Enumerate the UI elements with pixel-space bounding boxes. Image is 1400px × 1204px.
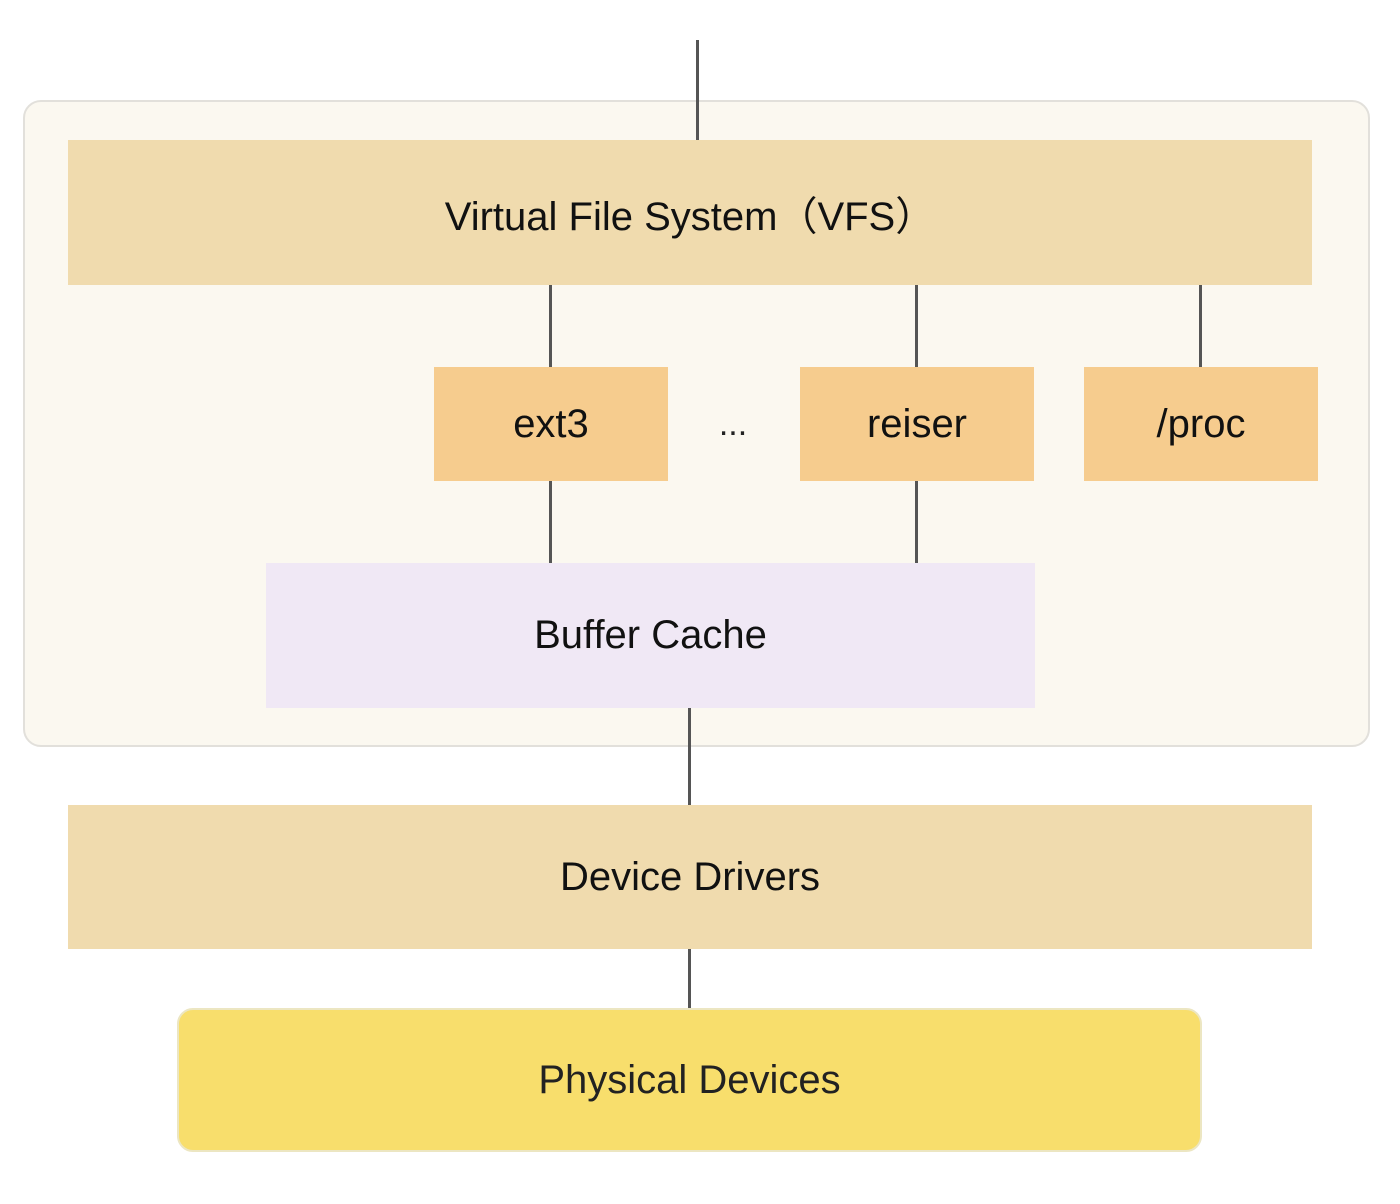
proc-filesystem-box: /proc [1084, 367, 1318, 481]
connector-top-to-vfs [696, 40, 699, 140]
buffer-cache-layer: Buffer Cache [266, 563, 1035, 708]
connector-vfs-to-ext3 [549, 285, 552, 367]
ext3-filesystem-box: ext3 [434, 367, 668, 481]
physical-devices-layer: Physical Devices [177, 1008, 1202, 1152]
connector-ext3-to-cache [549, 481, 552, 563]
device-drivers-layer: Device Drivers [68, 805, 1312, 949]
connector-vfs-to-reiser [915, 285, 918, 367]
vfs-layer: Virtual File System（VFS） [68, 140, 1312, 285]
connector-drivers-to-physical [688, 949, 691, 1009]
connector-vfs-to-proc [1199, 285, 1202, 367]
reiser-filesystem-box: reiser [800, 367, 1034, 481]
connector-cache-to-drivers [688, 706, 691, 806]
more-filesystems-ellipsis: ... [718, 404, 748, 443]
connector-reiser-to-cache [915, 481, 918, 563]
